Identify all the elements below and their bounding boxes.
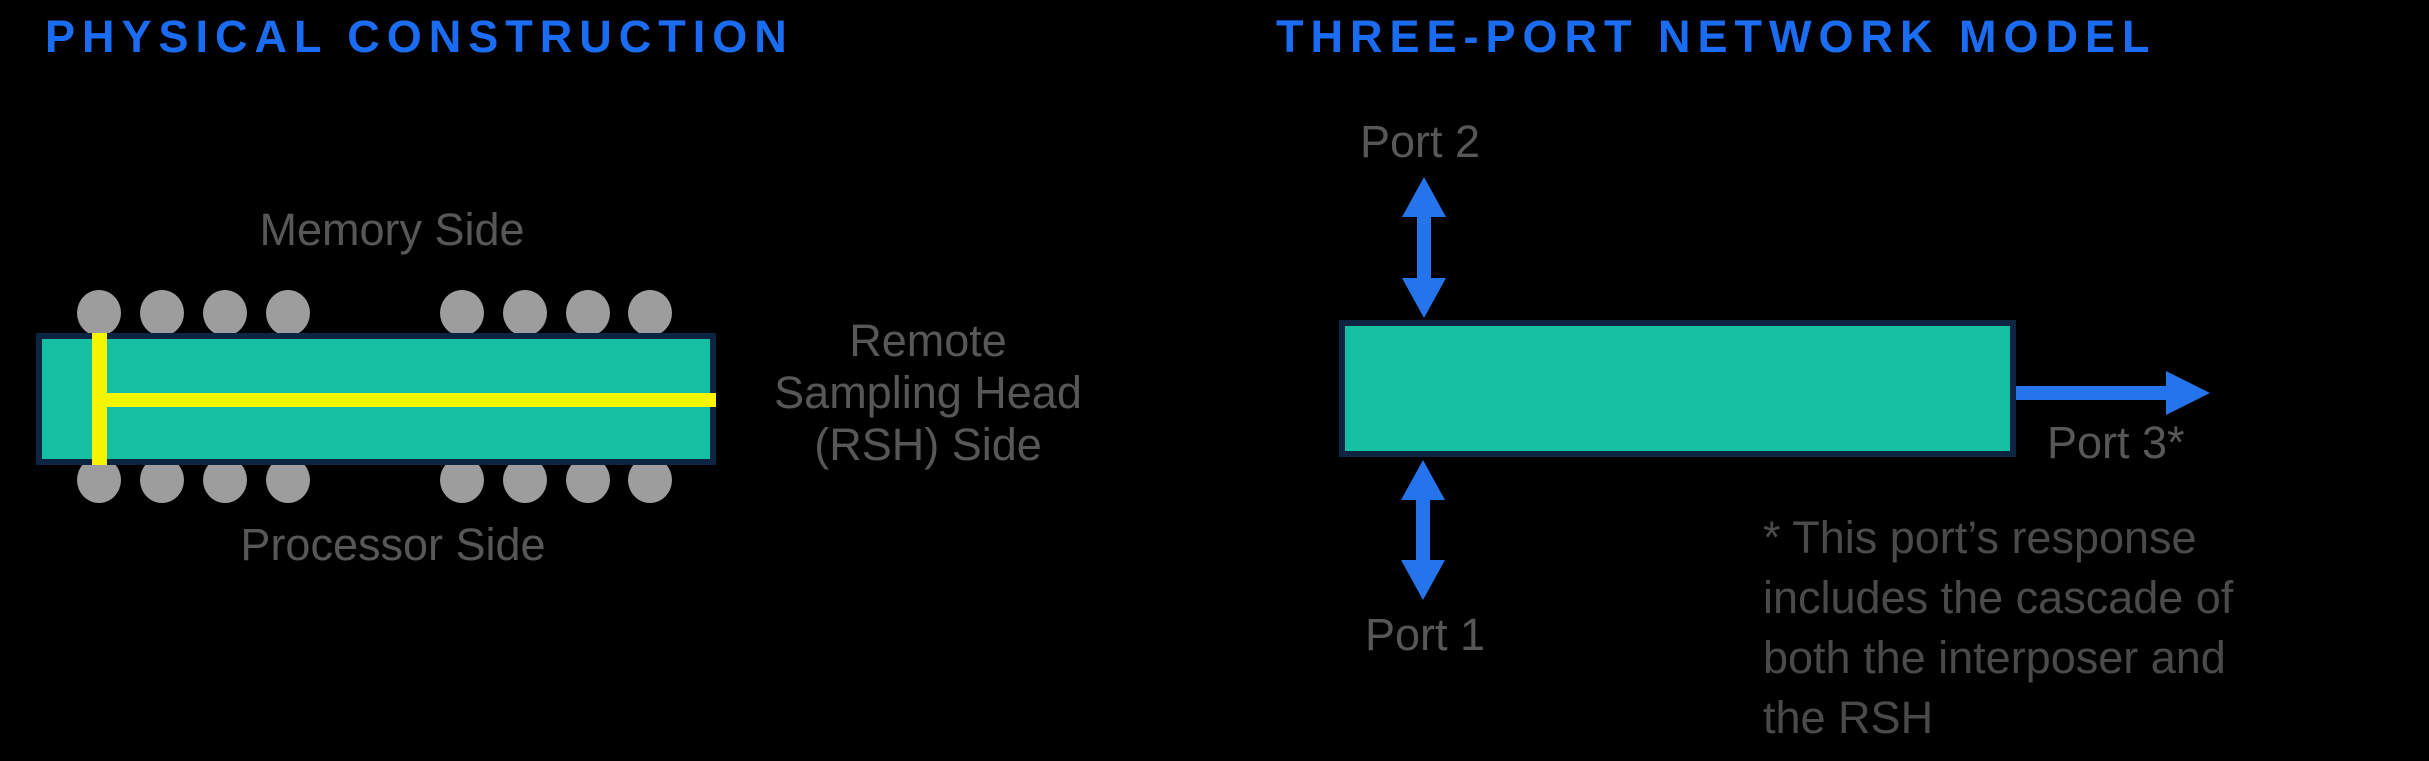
solder-ball bbox=[77, 290, 121, 336]
port-1-arrow-icon bbox=[1401, 460, 1445, 600]
port-2-arrow-icon bbox=[1402, 177, 1446, 318]
horizontal-trace bbox=[92, 393, 716, 407]
port-1-label: Port 1 bbox=[1365, 609, 1486, 660]
interposer-bar bbox=[36, 333, 716, 465]
solder-ball bbox=[503, 290, 547, 336]
solder-ball bbox=[628, 290, 672, 336]
processor-side-label: Processor Side bbox=[240, 519, 546, 570]
memory-side-label: Memory Side bbox=[259, 204, 525, 255]
solder-ball bbox=[140, 290, 184, 336]
network-block bbox=[1339, 320, 2016, 457]
port-3-arrow-icon bbox=[2016, 371, 2210, 415]
solder-ball bbox=[203, 290, 247, 336]
port-3-footnote: * This port’s response includes the casc… bbox=[1763, 512, 2234, 743]
port-3-label: Port 3* bbox=[2047, 417, 2185, 468]
solder-ball bbox=[566, 290, 610, 336]
rsh-side-label: Remote Sampling Head (RSH) Side bbox=[774, 315, 1082, 470]
right-panel-title: THREE-PORT NETWORK MODEL bbox=[1276, 11, 2157, 62]
left-panel-title: PHYSICAL CONSTRUCTION bbox=[45, 11, 794, 62]
solder-ball bbox=[440, 290, 484, 336]
port-2-label: Port 2 bbox=[1360, 116, 1481, 167]
solder-ball bbox=[266, 290, 310, 336]
network-block-fill bbox=[1345, 326, 2010, 451]
